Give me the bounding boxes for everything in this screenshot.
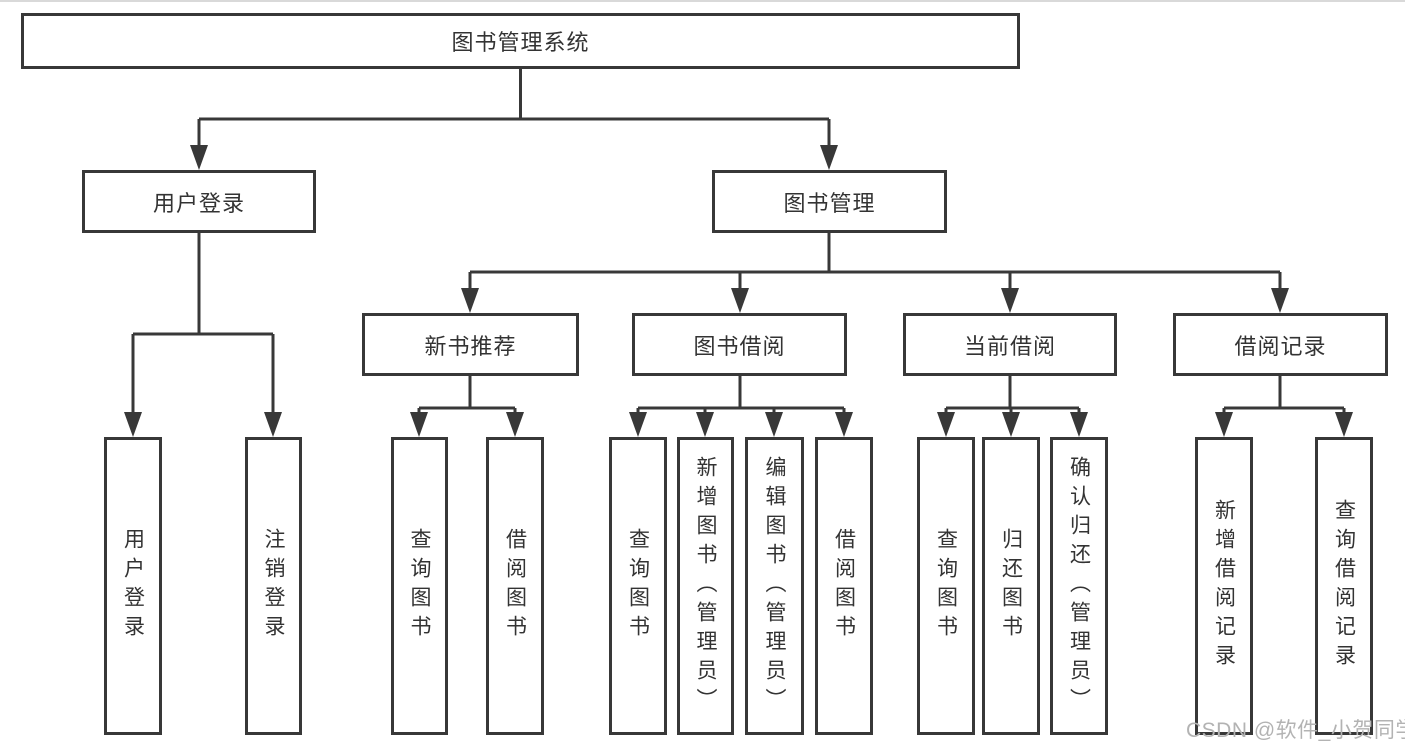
arrow-down-icon bbox=[820, 145, 838, 170]
leaf-label: 编辑图书（管理员） bbox=[763, 455, 786, 717]
leaf-label: 新增借阅记录 bbox=[1212, 499, 1236, 673]
leaf-label: 查询图书 bbox=[934, 528, 958, 644]
node-library-management-system: 图书管理系统 bbox=[21, 13, 1020, 69]
arrow-down-icon bbox=[124, 412, 142, 437]
leaf-label: 新增图书（管理员） bbox=[694, 455, 717, 717]
leaf-query-books-current: 查询图书 bbox=[917, 437, 975, 735]
leaf-user-login: 用户登录 bbox=[104, 437, 162, 735]
node-user-login: 用户登录 bbox=[82, 170, 316, 233]
leaf-label: 借阅图书 bbox=[503, 528, 527, 644]
leaf-label: 确认归还（管理员） bbox=[1067, 455, 1091, 717]
arrow-down-icon bbox=[190, 145, 208, 170]
leaf-logout: 注销登录 bbox=[245, 437, 302, 735]
arrow-down-icon bbox=[765, 412, 783, 437]
leaf-return-books: 归还图书 bbox=[982, 437, 1040, 735]
arrow-down-icon bbox=[1070, 412, 1088, 437]
leaf-label: 查询借阅记录 bbox=[1332, 499, 1356, 673]
arrow-down-icon bbox=[696, 412, 714, 437]
arrow-down-icon bbox=[461, 288, 479, 313]
node-book-management: 图书管理 bbox=[712, 170, 947, 233]
arrowheads bbox=[124, 145, 1353, 437]
arrow-down-icon bbox=[1002, 412, 1020, 437]
arrow-down-icon bbox=[410, 412, 428, 437]
leaf-label: 查询图书 bbox=[626, 528, 650, 644]
arrow-down-icon bbox=[937, 412, 955, 437]
csdn-watermark: CSDN @软件_小贺同学 bbox=[1186, 719, 1405, 742]
leaf-label: 归还图书 bbox=[999, 528, 1023, 644]
leaf-add-book-admin: 新增图书（管理员） bbox=[677, 437, 734, 735]
arrow-down-icon bbox=[506, 412, 524, 437]
node-book-borrowing: 图书借阅 bbox=[632, 313, 847, 376]
top-border-line bbox=[0, 0, 1405, 2]
leaf-label: 用户登录 bbox=[121, 528, 145, 644]
leaf-query-books-borrowing: 查询图书 bbox=[609, 437, 667, 735]
leaf-borrow-books-recommend: 借阅图书 bbox=[486, 437, 544, 735]
leaf-query-books-recommend: 查询图书 bbox=[391, 437, 448, 735]
leaf-borrow-books: 借阅图书 bbox=[815, 437, 873, 735]
node-borrowing-records: 借阅记录 bbox=[1173, 313, 1388, 376]
arrow-down-icon bbox=[1271, 288, 1289, 313]
leaf-label: 注销登录 bbox=[262, 528, 285, 644]
arrow-down-icon bbox=[629, 412, 647, 437]
leaf-confirm-return-admin: 确认归还（管理员） bbox=[1050, 437, 1108, 735]
leaf-query-borrow-record: 查询借阅记录 bbox=[1315, 437, 1373, 735]
leaf-add-borrow-record: 新增借阅记录 bbox=[1195, 437, 1253, 735]
leaf-label: 查询图书 bbox=[408, 528, 431, 644]
node-current-borrowing: 当前借阅 bbox=[903, 313, 1117, 376]
arrow-down-icon bbox=[1335, 412, 1353, 437]
arrow-down-icon bbox=[835, 412, 853, 437]
arrow-down-icon bbox=[1215, 412, 1233, 437]
node-new-book-recommendation: 新书推荐 bbox=[362, 313, 579, 376]
arrow-down-icon bbox=[731, 288, 749, 313]
arrow-down-icon bbox=[264, 412, 282, 437]
arrow-down-icon bbox=[1001, 288, 1019, 313]
leaf-label: 借阅图书 bbox=[832, 528, 856, 644]
leaf-edit-book-admin: 编辑图书（管理员） bbox=[745, 437, 804, 735]
